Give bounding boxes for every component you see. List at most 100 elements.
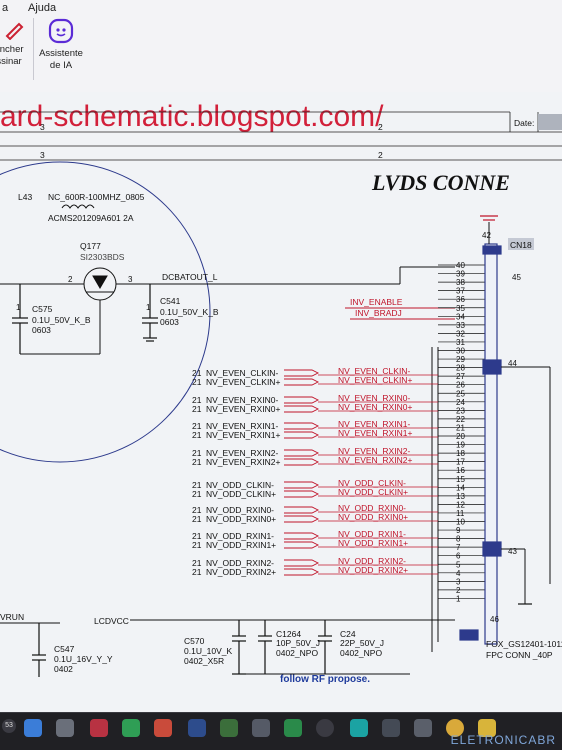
- chrome-icon[interactable]: [446, 719, 464, 737]
- net-port-symbol: [284, 532, 320, 540]
- net-label-left: NV_EVEN_RXIN2+: [206, 457, 280, 467]
- connector-pin-number: 33: [456, 321, 465, 330]
- net-label-right: NV_ODD_RXIN2-: [338, 556, 406, 566]
- net-port-symbol: [284, 369, 320, 377]
- net-label-right: NV_ODD_RXIN1-: [338, 529, 406, 539]
- terminal-icon[interactable]: [220, 719, 238, 737]
- net-label-right: NV_EVEN_RXIN1-: [338, 419, 410, 429]
- c575-symbol: [12, 284, 28, 354]
- net-label-right: NV_EVEN_RXIN0+: [338, 402, 412, 412]
- sheet-ref: 21: [192, 540, 202, 550]
- connector-pin-number: 2: [456, 586, 461, 595]
- zone-label-3a: 3: [40, 122, 45, 132]
- sheet-ref: 21: [192, 558, 202, 568]
- connector-pin-number: 11: [456, 509, 465, 518]
- net-label-left: NV_ODD_RXIN2-: [206, 558, 274, 568]
- green-app-icon[interactable]: [122, 719, 140, 737]
- connector-pin-number: 8: [456, 535, 461, 544]
- c547-ref: C547: [54, 644, 75, 654]
- c24-size: 0402_NPO: [340, 648, 382, 658]
- net-port-symbol: [284, 490, 320, 498]
- net-label-left: NV_ODD_RXIN1+: [206, 540, 276, 550]
- fill-sign-button[interactable]: encher ssinar: [0, 18, 30, 82]
- connector-pin-number: 23: [456, 406, 465, 415]
- schematic-viewer[interactable]: ard-schematic.blogspot.com/ Date: 3 2 3 …: [0, 92, 562, 712]
- connector-pin-number: 21: [456, 423, 465, 432]
- tool-icon[interactable]: [252, 719, 270, 737]
- c575-value: 0.1U_50V_K_B: [32, 315, 91, 325]
- gear-icon[interactable]: [382, 719, 400, 737]
- vpn-icon[interactable]: [350, 719, 368, 737]
- c1264-size: 0402_NPO: [276, 648, 318, 658]
- folder-icon[interactable]: [478, 719, 496, 737]
- c541-ref: C541: [160, 296, 181, 306]
- shield-icon[interactable]: [284, 719, 302, 737]
- inv-enable-net: INV_ENABLE: [350, 297, 403, 307]
- net-label-left: NV_ODD_CLKIN-: [206, 480, 274, 490]
- watermark: ELETRONICABR: [450, 733, 556, 747]
- ai-assistant-icon: [48, 18, 74, 44]
- obs-icon[interactable]: [316, 719, 334, 737]
- connector-pin-number: 3: [456, 577, 461, 586]
- system-icon[interactable]: [414, 719, 432, 737]
- net-port-symbol: [284, 405, 320, 413]
- net-port-symbol: [284, 506, 320, 514]
- q177-part: SI2303BDS: [80, 252, 125, 262]
- net-label-right: NV_EVEN_CLKIN+: [338, 375, 412, 385]
- pin-43: 43: [508, 547, 517, 556]
- c541-size: 0603: [160, 317, 179, 327]
- c541-symbol: [142, 284, 158, 342]
- q177-symbol: [0, 267, 150, 355]
- net-label-left: NV_ODD_RXIN1-: [206, 531, 274, 541]
- schematic-canvas: ard-schematic.blogspot.com/ Date: 3 2 3 …: [0, 100, 562, 685]
- explorer-icon[interactable]: [56, 719, 74, 737]
- connector-pin-number: 32: [456, 329, 465, 338]
- vrun-net: VRUN: [0, 612, 24, 622]
- connector-pin-number: 34: [456, 312, 465, 321]
- paint-icon[interactable]: [154, 719, 172, 737]
- net-label-left: NV_EVEN_RXIN1-: [206, 421, 278, 431]
- q177-pin-3: 3: [128, 275, 133, 284]
- net-port-symbol: [284, 396, 320, 404]
- connector-pin-number: 14: [456, 483, 465, 492]
- ai-assistant-button[interactable]: Assistente de IA: [36, 18, 86, 82]
- sheet-ref: 21: [192, 531, 202, 541]
- connector-pin-number: 10: [456, 518, 465, 527]
- cn18-highlight: [508, 238, 534, 250]
- menu-item-left[interactable]: a: [2, 2, 9, 14]
- edge-icon[interactable]: [24, 719, 42, 737]
- connector-part: FOX_GS12401-1011-: [486, 639, 562, 649]
- connector-pin-number: 15: [456, 475, 465, 484]
- c547-size: 0402: [54, 664, 73, 674]
- sheet-ref: 21: [192, 489, 202, 499]
- net-port-symbol: [284, 559, 320, 567]
- menu-item-help[interactable]: Ajuda: [28, 2, 57, 14]
- net-label-right: NV_EVEN_CLKIN-: [338, 366, 410, 376]
- net-label-left: NV_EVEN_RXIN0+: [206, 404, 280, 414]
- sheet-ref: 21: [192, 480, 202, 490]
- blue-app-icon[interactable]: [188, 719, 206, 737]
- net-label-right: NV_EVEN_RXIN2-: [338, 446, 410, 456]
- cn18-ref: CN18: [510, 240, 532, 250]
- connector-pin-number: 1: [456, 594, 461, 603]
- connector-pin-number: 9: [456, 526, 461, 535]
- net-port-symbol: [284, 449, 320, 457]
- connector-pin-number: 12: [456, 500, 465, 509]
- connector-pin-number: 29: [456, 355, 465, 364]
- net-label-right: NV_EVEN_RXIN2+: [338, 455, 412, 465]
- connector-pin-number: 27: [456, 372, 465, 381]
- c570-value: 0.1U_10V_K: [184, 646, 233, 656]
- media-icon[interactable]: [90, 719, 108, 737]
- lcdvcc-net: LCDVCC: [94, 616, 129, 626]
- connector-desc: FPC CONN _40P: [486, 650, 553, 660]
- c24-symbol: [318, 620, 332, 674]
- l43-value: NC_600R-100MHZ_0805: [48, 192, 145, 202]
- c575-size: 0603: [32, 325, 51, 335]
- c547-value: 0.1U_16V_Y_Y: [54, 654, 113, 664]
- net-label-left: NV_EVEN_RXIN1+: [206, 430, 280, 440]
- tray-badge[interactable]: 53: [2, 719, 16, 733]
- connector-pin-number: 40: [456, 261, 465, 270]
- q177-pin-2: 2: [68, 275, 73, 284]
- connector-pin-number: 20: [456, 432, 465, 441]
